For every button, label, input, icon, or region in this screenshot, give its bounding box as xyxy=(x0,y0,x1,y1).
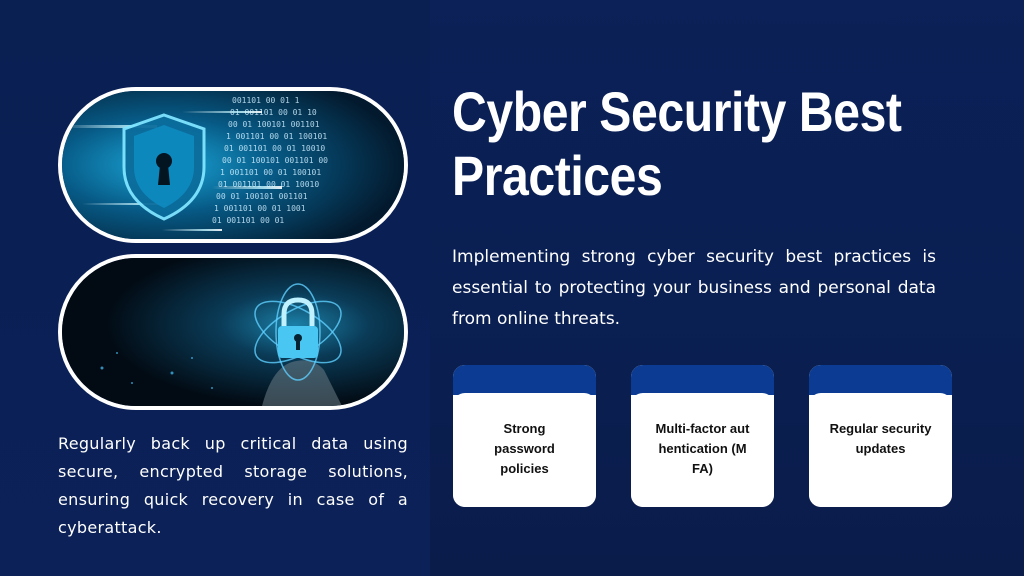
binary-code-row: 01 001101 00 01 10010 xyxy=(224,144,325,153)
card-header xyxy=(631,365,774,395)
card-header xyxy=(453,365,596,395)
intro-paragraph: Implementing strong cyber security best … xyxy=(452,247,936,329)
card-label: Regular security updates xyxy=(829,421,932,456)
binary-code-row: 00 01 100101 001101 00 xyxy=(222,156,328,165)
card-label: Strong password policies xyxy=(494,421,555,476)
binary-code-row: 00 01 100101 001101 xyxy=(228,120,320,129)
shield-keyhole-icon xyxy=(122,113,206,221)
binary-code-row: 01 001101 00 01 10 xyxy=(230,108,317,117)
binary-code-row: 1 001101 00 01 100101 xyxy=(226,132,327,141)
binary-code-row: 1 001101 00 01 1001 xyxy=(214,204,306,213)
card-label: Multi-factor authentication (MFA) xyxy=(655,421,750,476)
binary-code-row: 1 001101 00 01 100101 xyxy=(220,168,321,177)
cybersecurity-padlock-image xyxy=(58,254,408,410)
binary-code-row: 01 001101 00 01 10010 xyxy=(218,180,319,189)
card-password-policies: Strong password policies xyxy=(453,365,596,507)
page-title: Cyber Security Best Practices xyxy=(452,80,902,207)
card-mfa: Multi-factor authentication (MFA) xyxy=(631,365,774,507)
binary-code-row: 01 001101 00 01 xyxy=(212,216,284,225)
card-body: Strong password policies xyxy=(453,393,596,507)
card-security-updates: Regular security updates xyxy=(809,365,952,507)
card-body: Multi-factor authentication (MFA) xyxy=(631,393,774,507)
binary-code-row: 00 01 100101 001101 xyxy=(216,192,308,201)
card-header xyxy=(809,365,952,395)
binary-code-row: 001101 00 01 1 xyxy=(232,96,300,105)
card-body: Regular security updates xyxy=(809,393,952,507)
padlock-icon xyxy=(254,283,342,381)
cybersecurity-shield-image: 001101 00 01 1 01 001101 00 01 10 00 01 10… xyxy=(58,87,408,243)
backup-description: Regularly back up critical data using se… xyxy=(58,434,408,537)
